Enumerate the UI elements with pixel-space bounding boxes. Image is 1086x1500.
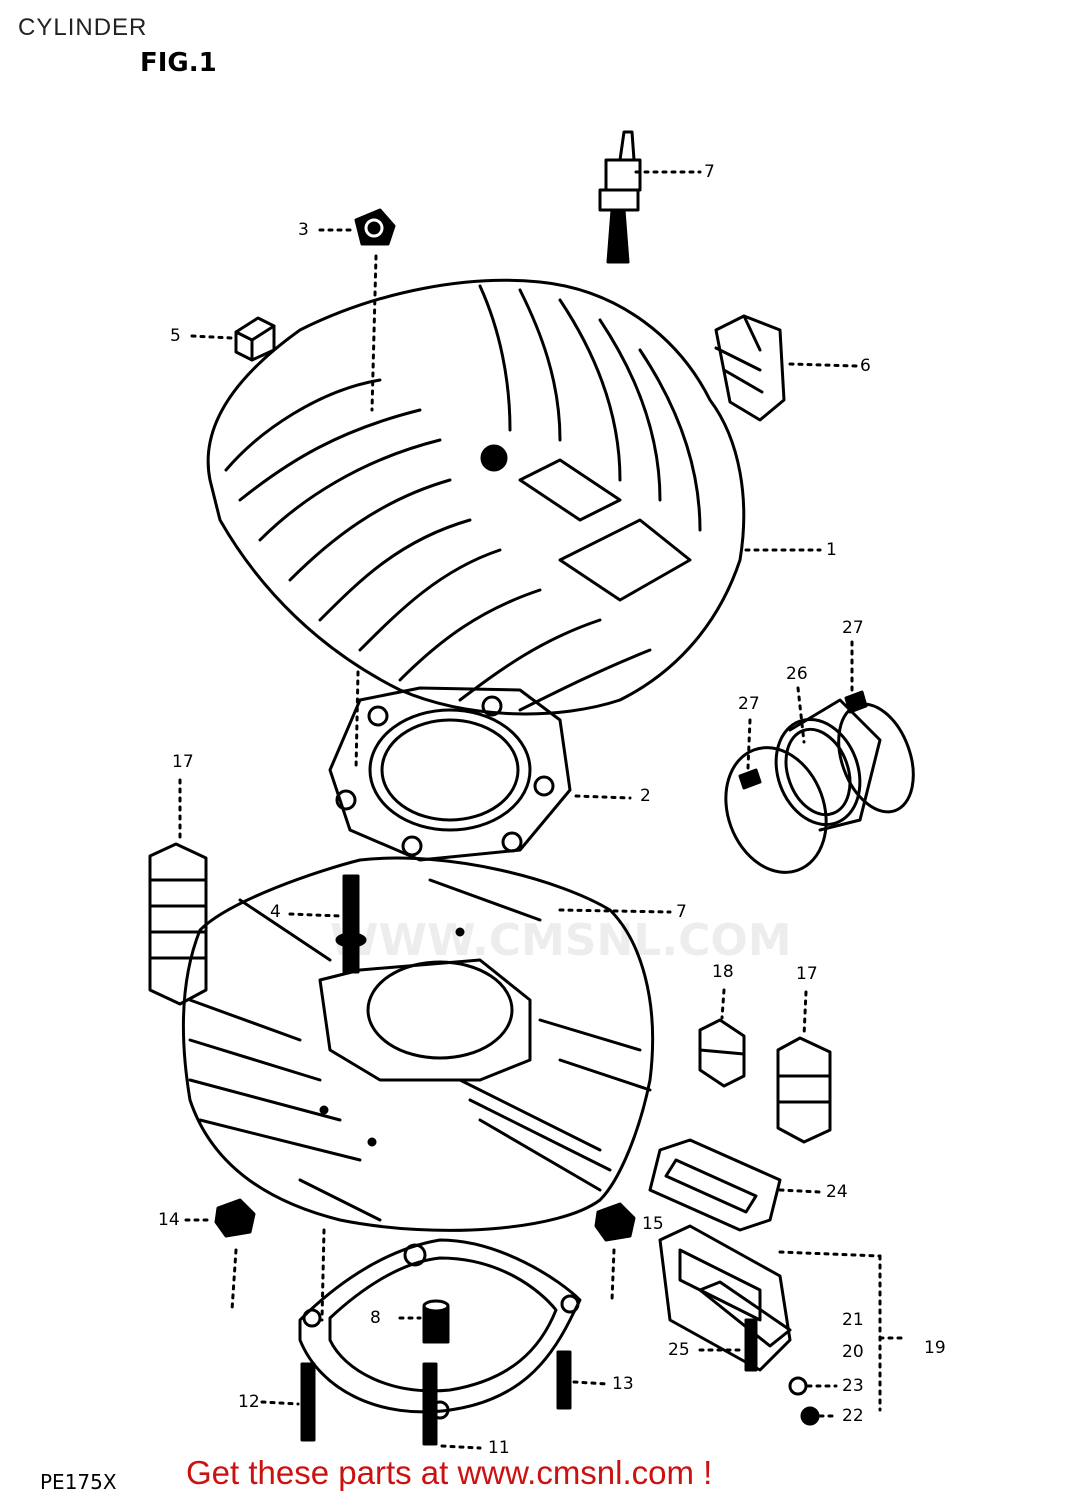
callout-5: 5 (170, 326, 181, 346)
washer-23 (788, 1376, 838, 1396)
callout-7: 7 (704, 162, 715, 182)
callout-10: 8 (370, 1308, 381, 1328)
base-gasket (298, 1228, 582, 1420)
nut-14 (184, 1198, 256, 1312)
callout-8: 7 (676, 902, 687, 922)
callout-11: 11 (488, 1438, 510, 1458)
callout-20: 20 (842, 1342, 864, 1362)
spark-plug (598, 130, 702, 264)
callout-6: 6 (860, 356, 871, 376)
callout-22: 22 (842, 1406, 864, 1426)
callout-23: 23 (842, 1376, 864, 1396)
cylinder-head (206, 278, 822, 716)
callout-19: 19 (924, 1338, 946, 1358)
promo-link[interactable]: Get these parts at www.cmsnl.com ! (186, 1454, 713, 1491)
callout-17: 17 (796, 964, 818, 984)
callout-3: 3 (298, 220, 309, 240)
callout-12: 12 (238, 1392, 260, 1412)
callout-13: 13 (612, 1374, 634, 1394)
cushion-18 (698, 988, 746, 1088)
callout-21: 21 (842, 1310, 864, 1330)
callout-27-left: 27 (738, 694, 760, 714)
callout-24: 24 (826, 1182, 848, 1202)
callout-1: 1 (826, 540, 837, 560)
watermark: WWW.CMSNL.COM (330, 915, 792, 966)
stud-12 (260, 1362, 316, 1442)
cushion-16 (148, 778, 208, 1006)
cushion-17 (776, 990, 832, 1144)
reed-valve (658, 1224, 908, 1412)
callout-16: 17 (172, 752, 194, 772)
callout-4: 4 (270, 902, 281, 922)
stud-13 (556, 1350, 610, 1410)
model-code: PE175X (40, 1470, 117, 1494)
reed-gasket (648, 1138, 822, 1232)
cushion-6 (714, 314, 858, 422)
figure-label: FIG.1 (140, 48, 217, 78)
callout-25: 25 (668, 1340, 690, 1360)
stud-4 (288, 874, 367, 974)
cushion-5 (190, 316, 276, 362)
stud-11 (422, 1362, 482, 1450)
head-gasket (328, 670, 632, 862)
callout-14: 14 (158, 1210, 180, 1230)
cylinder (181, 856, 672, 1232)
nut-22 (800, 1406, 838, 1426)
callout-27-right: 27 (842, 618, 864, 638)
reed-bolt (698, 1318, 758, 1372)
nut-15 (594, 1202, 636, 1302)
dowel-10 (398, 1299, 450, 1344)
callout-26: 26 (786, 664, 808, 684)
page-title: CYLINDER (18, 14, 148, 41)
callout-2: 2 (640, 786, 651, 806)
callout-15: 15 (642, 1214, 664, 1234)
intake-pipe (724, 640, 915, 874)
callout-18: 18 (712, 962, 734, 982)
cylinder-head-nut (318, 208, 396, 412)
